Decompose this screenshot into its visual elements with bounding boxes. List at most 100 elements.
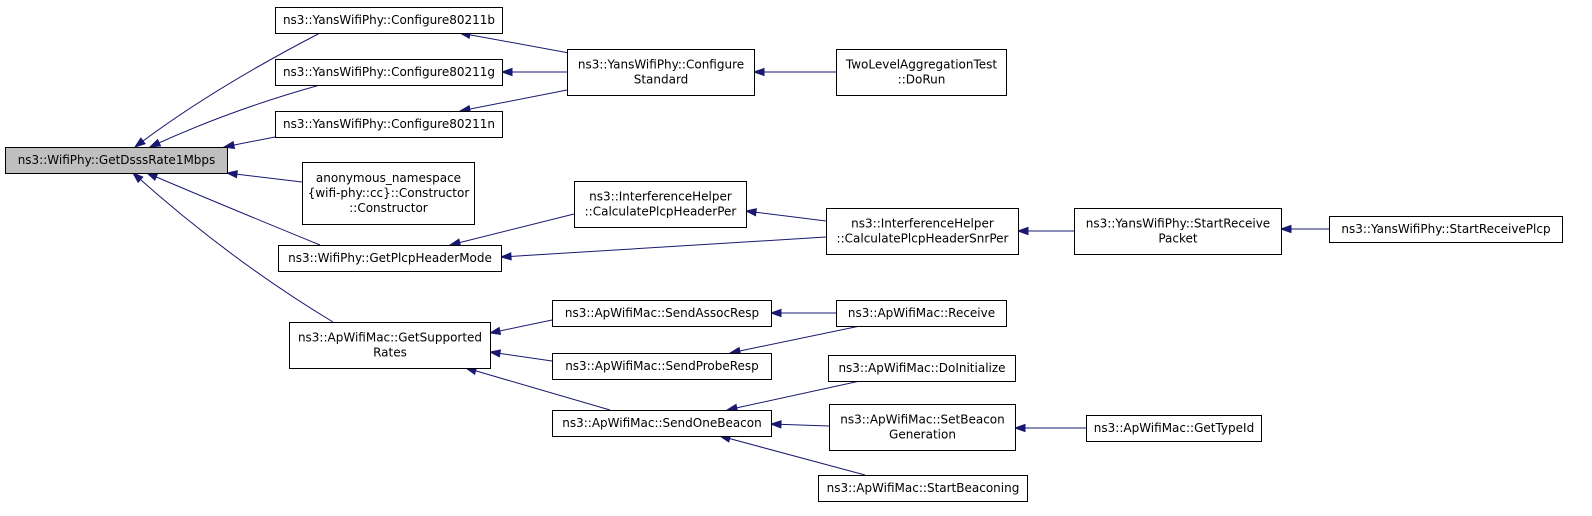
edge-line — [449, 213, 575, 246]
node-label: ns3::ApWifiMac::DoInitialize — [838, 361, 1005, 375]
node-label: Generation — [889, 428, 956, 442]
arrow-head-icon — [488, 349, 501, 358]
node-label: ns3::WifiPhy::GetPlcpHeaderMode — [288, 251, 492, 265]
node-anon[interactable]: anonymous_namespace{wifi-phy::cc}::Const… — [302, 162, 475, 225]
edge-line — [745, 210, 827, 222]
arrow-head-icon — [1016, 226, 1029, 236]
node-calcHdrPer[interactable]: ns3::InterferenceHelper::CalculatePlcpHe… — [574, 181, 747, 228]
node-box — [552, 300, 772, 327]
edge-plcpHdrMode-to-root — [145, 172, 321, 246]
edge-line — [459, 89, 568, 112]
edge-c80211g-to-root — [148, 84, 321, 148]
arrow-head-icon — [131, 171, 144, 184]
node-box — [302, 162, 475, 225]
node-c80211n[interactable]: ns3::YansWifiPhy::Configure80211n — [275, 111, 503, 138]
edge-line — [465, 367, 611, 411]
arrow-head-icon — [148, 138, 162, 148]
edge-cfgStd-to-c80211b — [458, 30, 581, 56]
edge-line — [726, 380, 861, 411]
node-label: ::DoRun — [898, 73, 946, 87]
node-label: ns3::YansWifiPhy::Configure80211g — [283, 65, 495, 79]
node-label: ns3::YansWifiPhy::StartReceive — [1086, 217, 1270, 231]
node-label: ns3::ApWifiMac::SetBeacon — [840, 413, 1005, 427]
node-box — [5, 147, 228, 174]
node-sendProbe[interactable]: ns3::ApWifiMac::SendProbeResp — [552, 353, 772, 380]
node-sendBeacon[interactable]: ns3::ApWifiMac::SendOneBeacon — [552, 410, 772, 437]
edge-line — [132, 172, 334, 323]
edge-receive-to-sendProbe — [728, 325, 861, 355]
node-label: Packet — [1158, 232, 1198, 246]
node-label: ns3::WifiPhy::GetDsssRate1Mbps — [18, 153, 216, 167]
arrow-head-icon — [752, 67, 765, 77]
node-label: {wifi-phy::cc}::Constructor — [308, 186, 470, 200]
node-label: ns3::YansWifiPhy::Configure80211n — [283, 117, 495, 131]
node-c80211g[interactable]: ns3::YansWifiPhy::Configure80211g — [275, 59, 503, 86]
node-box — [552, 410, 772, 437]
node-root[interactable]: ns3::WifiPhy::GetDsssRate1Mbps — [5, 147, 228, 174]
node-label: ns3::ApWifiMac::SendAssocResp — [565, 306, 759, 320]
node-label: Standard — [634, 73, 689, 87]
node-box — [836, 300, 1007, 327]
edge-sendAssoc-to-getSupRates — [488, 319, 553, 335]
edge-startRecvPkt-to-calcHdrSnrPer — [1016, 226, 1074, 236]
arrow-head-icon — [133, 137, 146, 148]
edge-line — [226, 172, 303, 183]
node-box — [275, 59, 503, 86]
node-box — [826, 208, 1019, 255]
node-label: anonymous_namespace — [316, 171, 461, 185]
edge-twoLevel-to-cfgStd — [752, 67, 836, 77]
node-sendAssoc[interactable]: ns3::ApWifiMac::SendAssocResp — [552, 300, 772, 327]
node-label: ns3::ApWifiMac::GetTypeId — [1094, 421, 1254, 435]
node-box — [278, 245, 502, 272]
edge-startRecvPlcp-to-startRecvPkt — [1279, 224, 1329, 234]
edge-setBeaconGen-to-sendBeacon — [769, 420, 830, 429]
edge-line — [459, 32, 581, 56]
arrow-head-icon — [1279, 224, 1292, 234]
edge-layer — [131, 30, 1329, 476]
edge-line — [149, 84, 321, 148]
edge-line — [146, 172, 321, 246]
edge-line — [719, 435, 866, 476]
node-box — [275, 111, 503, 138]
edge-c80211b-to-root — [133, 32, 321, 148]
node-getTypeId[interactable]: ns3::ApWifiMac::GetTypeId — [1086, 415, 1262, 442]
node-label: ns3::ApWifiMac::StartBeaconing — [827, 481, 1020, 495]
node-label: ns3::InterferenceHelper — [851, 217, 994, 231]
node-label: ns3::InterferenceHelper — [589, 190, 732, 204]
node-label: ns3::YansWifiPhy::Configure — [578, 58, 744, 72]
edge-line — [500, 236, 827, 258]
node-box — [1086, 415, 1262, 442]
node-doInit[interactable]: ns3::ApWifiMac::DoInitialize — [828, 355, 1016, 382]
node-box — [1074, 208, 1282, 255]
edge-calcHdrSnrPer-to-calcHdrPer — [744, 208, 827, 222]
arrow-head-icon — [769, 420, 782, 429]
node-receive[interactable]: ns3::ApWifiMac::Receive — [836, 300, 1007, 327]
node-c80211b[interactable]: ns3::YansWifiPhy::Configure80211b — [275, 7, 503, 34]
edge-calcHdrSnrPer-to-plcpHdrMode — [499, 236, 827, 261]
arrow-head-icon — [222, 140, 236, 150]
node-startRecvPlcp[interactable]: ns3::YansWifiPhy::StartReceivePlcp — [1329, 216, 1563, 243]
node-label: ::CalculatePlcpHeaderPer — [585, 205, 737, 219]
edge-receive-to-sendAssoc — [769, 308, 836, 318]
node-box — [289, 322, 491, 369]
node-label: ns3::YansWifiPhy::StartReceivePlcp — [1341, 222, 1550, 236]
edge-line — [134, 32, 321, 148]
node-label: ::Constructor — [349, 201, 428, 215]
node-twoLevel[interactable]: TwoLevelAggregationTest::DoRun — [836, 49, 1007, 96]
arrow-head-icon — [769, 308, 782, 318]
edge-getTypeId-to-setBeaconGen — [1013, 423, 1086, 433]
node-label: ns3::ApWifiMac::SendOneBeacon — [562, 416, 761, 430]
node-label: ::CalculatePlcpHeaderSnrPer — [837, 232, 1009, 246]
arrow-head-icon — [145, 172, 159, 182]
node-label: ns3::ApWifiMac::Receive — [848, 306, 995, 320]
arrow-head-icon — [448, 238, 462, 247]
arrow-head-icon — [500, 67, 513, 77]
node-startBeaconing[interactable]: ns3::ApWifiMac::StartBeaconing — [818, 475, 1028, 502]
node-plcpHdrMode[interactable]: ns3::WifiPhy::GetPlcpHeaderMode — [278, 245, 502, 272]
node-calcHdrSnrPer[interactable]: ns3::InterferenceHelper::CalculatePlcpHe… — [826, 208, 1019, 255]
node-layer: ns3::WifiPhy::GetDsssRate1Mbpsns3::YansW… — [5, 7, 1563, 502]
